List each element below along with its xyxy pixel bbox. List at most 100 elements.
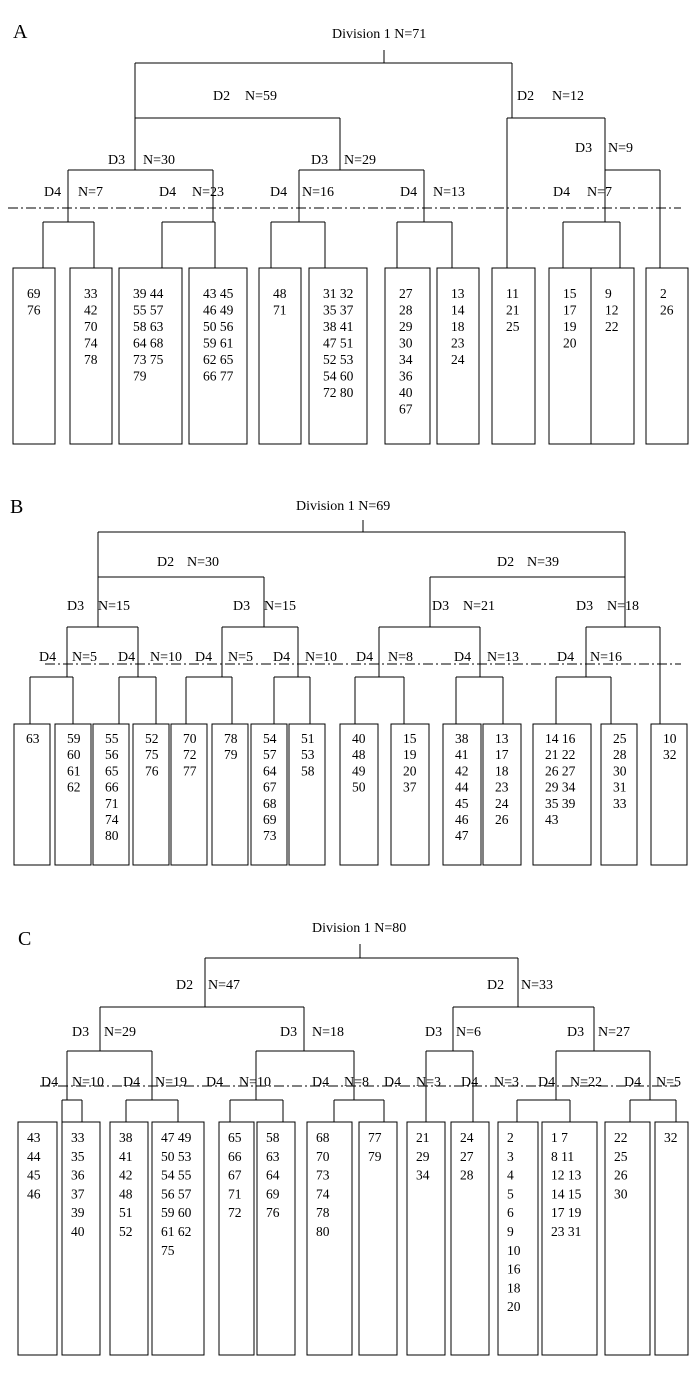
leaf-boxes <box>12 267 689 1356</box>
panel-c-leaf-line: 8 11 <box>551 1149 574 1164</box>
panel-c-leaf-line: 39 <box>71 1205 85 1220</box>
panel-b-branch-level: D4 <box>195 650 212 665</box>
panel-c-branch-level: D3 <box>567 1025 584 1040</box>
panel-a-leaf-box <box>258 267 302 445</box>
panel-a-leaf-line: 71 <box>273 303 287 318</box>
panel-a-branch-n: N=16 <box>302 185 334 200</box>
panel-a-leaf-line: 29 <box>399 319 413 334</box>
panel-c-leaf-line: 67 <box>228 1168 242 1183</box>
panel-c-leaf-line: 23 31 <box>551 1224 581 1239</box>
panel-b-leaf-line: 23 <box>495 780 509 795</box>
panel-b-leaf-line: 63 <box>26 731 40 746</box>
panel-b-leaf-line: 28 <box>613 747 627 762</box>
panel-c-leaf-box <box>450 1121 490 1356</box>
panel-c-leaf-box <box>256 1121 296 1356</box>
panel-c-branch-level: D4 <box>461 1075 478 1090</box>
panel-b-branch-n: N=30 <box>187 555 219 570</box>
panel-c-leaf-line: 24 <box>460 1130 474 1145</box>
panel-b-leaf-line: 30 <box>613 763 627 778</box>
panel-a-leaf-line: 70 <box>84 319 98 334</box>
panel-c-leaf-line: 5 <box>507 1186 514 1201</box>
panel-c-branch-level: D3 <box>425 1025 442 1040</box>
panel-c-leaf-line: 14 15 <box>551 1186 582 1201</box>
panel-a-leaf-line: 43 45 <box>203 286 234 301</box>
panel-c-root-label: Division 1 N=80 <box>312 921 406 936</box>
panel-b-leaf-line: 54 <box>263 731 277 746</box>
panel-c-leaf-box <box>541 1121 598 1356</box>
panel-c-leaf-line: 29 <box>416 1149 430 1164</box>
panel-c-leaf-line: 6 <box>507 1205 514 1220</box>
panel-a-branch-n: N=23 <box>192 185 224 200</box>
panel-a-branch-level: D3 <box>575 141 592 156</box>
panel-b-leaf-line: 68 <box>263 796 277 811</box>
panel-a-leaf-line: 13 <box>451 286 465 301</box>
panel-a-leaf-box <box>69 267 113 445</box>
panel-b-branch-n: N=16 <box>590 650 622 665</box>
panel-b-branch-n: N=18 <box>607 599 639 614</box>
panel-a-leaf-line: 21 <box>506 303 520 318</box>
panel-c-branch-n: N=6 <box>456 1025 481 1040</box>
panel-b-leaf-line: 21 22 <box>545 747 575 762</box>
panel-c-branch-n: N=3 <box>416 1075 441 1090</box>
panel-c-leaf-line: 74 <box>316 1186 330 1201</box>
panel-c-branch-level: D4 <box>41 1075 58 1090</box>
panel-a-branch-level: D3 <box>108 153 125 168</box>
panel-a-leaf-line: 42 <box>84 303 98 318</box>
panel-a-leaf-line: 22 <box>605 319 619 334</box>
panel-b-branch-n: N=39 <box>527 555 559 570</box>
panel-a-branch-level: D2 <box>213 89 230 104</box>
panel-c-leaf-line: 1 7 <box>551 1130 568 1145</box>
panel-b-branch-n: N=5 <box>72 650 97 665</box>
panel-a-branch-level: D4 <box>400 185 417 200</box>
panel-a-leaf-line: 26 <box>660 303 674 318</box>
panel-a-branch-level: D4 <box>270 185 287 200</box>
panel-c-leaf-line: 52 <box>119 1224 133 1239</box>
panel-c-leaf-line: 18 <box>507 1280 521 1295</box>
panel-a-leaf-box <box>118 267 183 445</box>
panel-a-leaf-line: 23 <box>451 336 465 351</box>
panel-b-branch-n: N=10 <box>305 650 337 665</box>
panel-c-leaf-line: 70 <box>316 1149 330 1164</box>
panel-c-branch-level: D3 <box>72 1025 89 1040</box>
panel-c-branch-n: N=22 <box>570 1075 602 1090</box>
panel-c-leaf-line: 65 <box>228 1130 242 1145</box>
panel-c-leaf-line: 12 13 <box>551 1168 582 1183</box>
panel-b-branch-level: D4 <box>273 650 290 665</box>
panel-a-leaf-line: 19 <box>563 319 577 334</box>
panel-b-leaf-line: 15 <box>403 731 417 746</box>
panel-a-branch-n: N=13 <box>433 185 465 200</box>
panel-b-leaf-line: 73 <box>263 828 277 843</box>
panel-c-leaf-line: 35 <box>71 1149 85 1164</box>
panel-c-branch-n: N=29 <box>104 1025 136 1040</box>
panel-a-leaf-box <box>308 267 368 445</box>
panel-b-leaf-line: 19 <box>403 747 417 762</box>
panel-c-leaf-line: 10 <box>507 1243 521 1258</box>
panel-b-leaf-line: 13 <box>495 731 509 746</box>
panel-b-leaf-line: 78 <box>224 731 238 746</box>
panel-c-leaf-line: 46 <box>27 1186 41 1201</box>
panel-b-leaf-box <box>288 723 326 866</box>
panel-c-leaf-line: 34 <box>416 1168 430 1183</box>
panel-a-leaf-line: 64 68 <box>133 336 164 351</box>
panel-b-leaf-line: 40 <box>352 731 366 746</box>
panel-a-leaf-line: 73 75 <box>133 352 164 367</box>
panel-a-leaf-line: 39 44 <box>133 286 164 301</box>
panel-b-leaf-box <box>532 723 592 866</box>
panel-b-leaf-line: 18 <box>495 763 509 778</box>
panel-b-leaf-line: 31 <box>613 780 627 795</box>
panel-b-branch-n: N=15 <box>98 599 130 614</box>
panel-a-branch-n: N=9 <box>608 141 633 156</box>
panel-c-leaf-line: 38 <box>119 1130 133 1145</box>
panel-b-leaf-line: 14 16 <box>545 731 576 746</box>
panel-c-leaf-line: 9 <box>507 1224 514 1239</box>
panel-c-leaf-line: 48 <box>119 1186 133 1201</box>
panel-c-leaf-line: 68 <box>316 1130 330 1145</box>
panel-b-leaf-box <box>13 723 51 866</box>
panel-c-branch-level: D4 <box>206 1075 223 1090</box>
panel-b-leaf-line: 24 <box>495 796 509 811</box>
panel-b-branch-level: D4 <box>118 650 135 665</box>
panel-a-letter: A <box>13 21 28 43</box>
panel-a-leaf-line: 33 <box>84 286 98 301</box>
panel-b-leaf-line: 33 <box>613 796 627 811</box>
panel-b-leaf-line: 17 <box>495 747 509 762</box>
